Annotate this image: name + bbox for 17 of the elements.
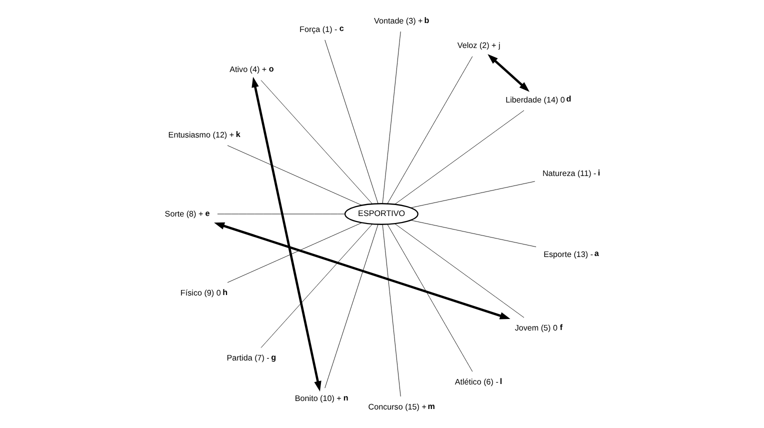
connector <box>386 224 472 372</box>
connector <box>410 181 535 208</box>
connector <box>226 145 362 206</box>
arrow <box>214 222 510 320</box>
arrow <box>487 54 530 92</box>
connector <box>382 31 400 204</box>
connector <box>226 222 362 283</box>
connector <box>324 224 378 388</box>
arrow <box>251 76 321 392</box>
connector <box>394 224 524 318</box>
connector <box>324 40 378 204</box>
connector <box>260 224 372 348</box>
connector <box>260 80 372 204</box>
connector <box>394 110 524 204</box>
connector <box>382 224 400 397</box>
connector <box>386 56 472 204</box>
connector <box>410 220 536 248</box>
